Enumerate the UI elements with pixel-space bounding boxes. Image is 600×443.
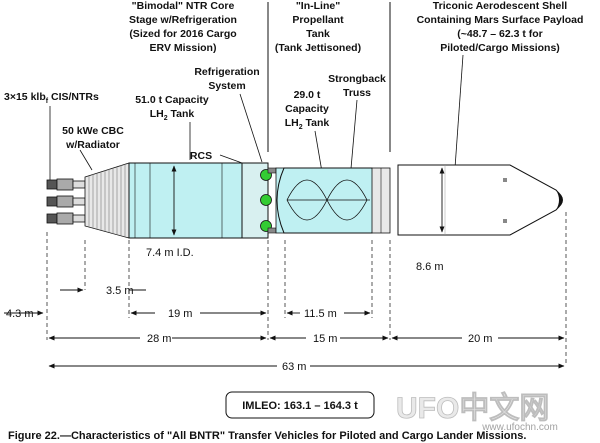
svg-text:50 kWe CBC: 50 kWe CBC <box>62 125 124 137</box>
svg-text:(Tank Jettisoned): (Tank Jettisoned) <box>275 42 361 54</box>
dim-inline-tank-length: 11.5 m <box>304 308 337 320</box>
label-strongback: Strongback Truss <box>328 73 386 99</box>
svg-text:3×15 klbf CIS/NTRs: 3×15 klbf CIS/NTRs <box>4 91 99 105</box>
leader-lines <box>49 54 464 181</box>
svg-text:UFO中文网: UFO中文网 <box>396 391 549 425</box>
extension-lines <box>46 212 567 366</box>
triconic-aeroshell <box>397 164 563 236</box>
dim-inline-stage-length: 15 m <box>313 333 337 345</box>
svg-text:Propellant: Propellant <box>292 14 344 26</box>
svg-text:(~48.7 – 62.3 t for: (~48.7 – 62.3 t for <box>457 28 543 40</box>
label-inline-tank: 29.0 t Capacity LH2 Tank <box>285 89 330 131</box>
svg-text:29.0 t: 29.0 t <box>294 89 321 101</box>
stage-dividers <box>267 2 391 152</box>
dim-cbc-length: 3.5 m <box>106 285 134 297</box>
core-lh2-tank <box>128 162 243 239</box>
core-forward-skirt <box>241 162 277 239</box>
dim-engine-length: 4.3 m <box>6 308 34 320</box>
svg-text:System: System <box>208 80 245 92</box>
svg-text:Strongback: Strongback <box>328 73 386 85</box>
label-inline-stage: "In-Line" Propellant Tank (Tank Jettison… <box>275 0 361 54</box>
svg-text:w/Radiator: w/Radiator <box>65 139 120 151</box>
svg-text:Piloted/Cargo Missions): Piloted/Cargo Missions) <box>440 42 560 54</box>
shell-diameter-label: 8.6 m <box>416 261 444 273</box>
svg-text:"Bimodal" NTR Core: "Bimodal" NTR Core <box>132 0 235 12</box>
figure-caption: Figure 22.—Characteristics of "All BNTR"… <box>8 430 526 442</box>
core-diameter-label: 7.4 m I.D. <box>146 247 194 259</box>
label-refrigeration: Refrigeration System <box>194 66 259 92</box>
svg-text:LH2 Tank: LH2 Tank <box>285 117 330 131</box>
svg-text:Tank: Tank <box>306 28 330 40</box>
svg-text:Stage w/Refrigeration: Stage w/Refrigeration <box>129 14 237 26</box>
dim-core-tank-length: 19 m <box>168 308 192 320</box>
svg-text:Containing Mars Surface Payloa: Containing Mars Surface Payload <box>417 14 584 26</box>
inline-lh2-tank <box>275 167 391 234</box>
dim-payload-length: 20 m <box>468 333 492 345</box>
dim-core-stage-length: 28 m <box>147 333 171 345</box>
svg-text:"In-Line": "In-Line" <box>296 0 340 12</box>
ntr-engines <box>46 178 86 225</box>
label-rcs: RCS <box>190 150 212 162</box>
diameter-arrows <box>171 165 445 236</box>
nose-cap <box>556 190 563 210</box>
dim-overall-length: 63 m <box>282 361 306 373</box>
label-cbc: 50 kWe CBC w/Radiator <box>62 125 124 151</box>
rcs-thruster-icon <box>260 194 272 206</box>
dimension-lines <box>4 287 565 369</box>
svg-text:(Sized for 2016 Cargo: (Sized for 2016 Cargo <box>129 28 236 40</box>
label-engines: 3×15 klbf CIS/NTRs <box>4 91 99 105</box>
imleo-box: IMLEO: 163.1 – 164.3 t <box>225 391 375 419</box>
cbc-radiator <box>84 162 130 239</box>
svg-text:Truss: Truss <box>343 87 371 99</box>
svg-text:www.ufochn.com: www.ufochn.com <box>481 422 558 433</box>
svg-text:51.0 t Capacity: 51.0 t Capacity <box>135 94 209 106</box>
svg-text:Capacity: Capacity <box>285 103 329 115</box>
imleo-value: IMLEO: 163.1 – 164.3 t <box>242 400 358 412</box>
watermark-logo: UFO中文网 www.ufochn.com <box>396 391 558 433</box>
label-core-tank: 51.0 t Capacity LH2 Tank <box>135 94 209 122</box>
label-aeroshell: Triconic Aerodescent Shell Containing Ma… <box>417 0 584 54</box>
svg-text:LH2 Tank: LH2 Tank <box>150 108 195 122</box>
svg-text:Refrigeration: Refrigeration <box>194 66 259 78</box>
label-core-stage: "Bimodal" NTR Core Stage w/Refrigeration… <box>129 0 237 54</box>
svg-text:ERV Mission): ERV Mission) <box>150 42 217 54</box>
svg-text:Triconic Aerodescent Shell: Triconic Aerodescent Shell <box>433 0 567 12</box>
